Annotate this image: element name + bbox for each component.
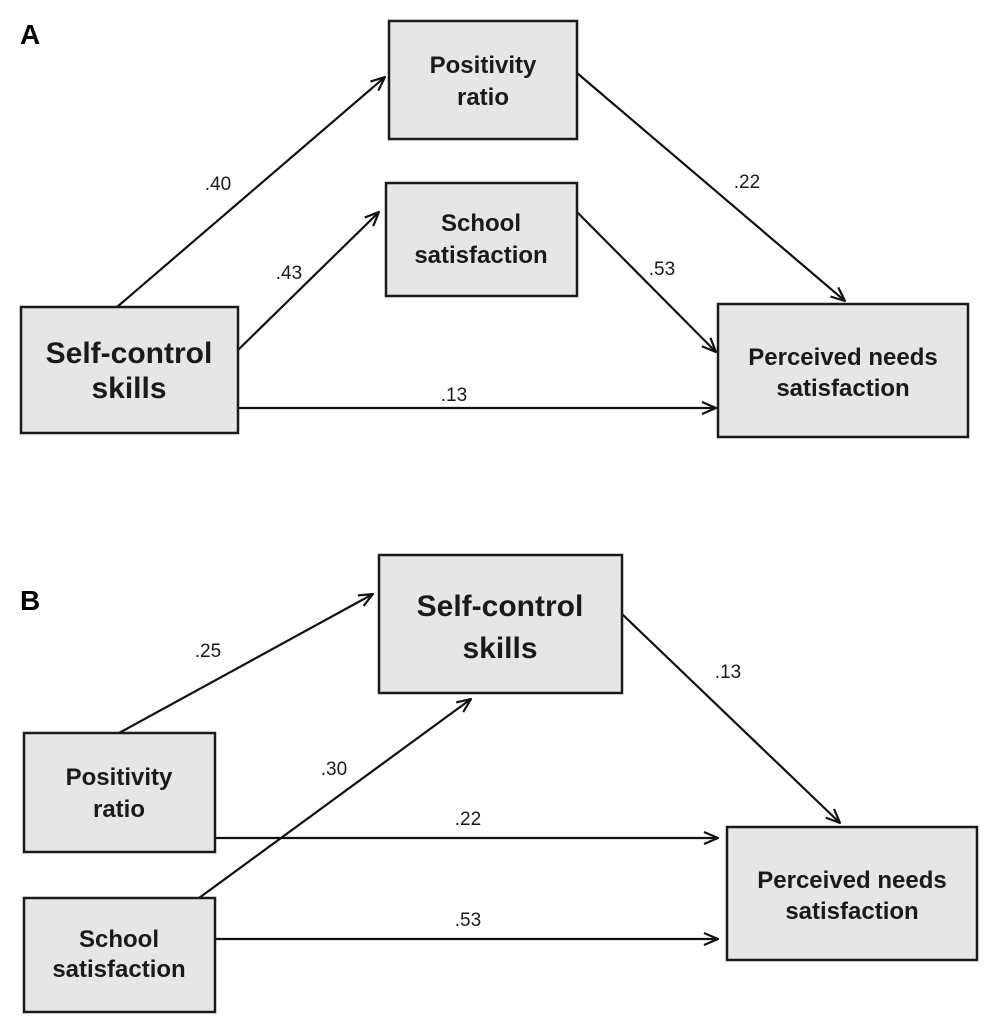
node-label-line1: Perceived needs <box>757 867 946 894</box>
arrow-b-selfcontrol-to-needs <box>621 613 840 823</box>
node-a-self-control-skills: Self-control skills <box>19 305 240 435</box>
coef-b-school-needs: .53 <box>455 910 481 931</box>
node-label-line1: Self-control <box>417 590 584 623</box>
node-label-line2: satisfaction <box>52 956 185 983</box>
coef-b-school-selfcontrol: .30 <box>321 759 347 780</box>
node-label-line2: ratio <box>457 84 509 111</box>
node-a-perceived-needs-satisfaction: Perceived needs satisfaction <box>716 302 970 439</box>
coef-b-positivity-needs: .22 <box>455 809 481 830</box>
arrow-b-school-to-selfcontrol <box>198 699 471 899</box>
node-label-line2: satisfaction <box>776 375 909 402</box>
arrow-b-positivity-to-selfcontrol <box>118 594 373 734</box>
arrow-a-positivity-to-needs <box>576 72 845 301</box>
coef-b-selfcontrol-needs: .13 <box>715 662 741 683</box>
arrow-a-school-to-needs <box>576 211 716 352</box>
node-label-line2: skills <box>462 632 537 665</box>
coef-a-selfcontrol-needs: .13 <box>441 385 467 406</box>
node-a-school-satisfaction: School satisfaction <box>384 181 579 298</box>
node-a-positivity-ratio: Positivity ratio <box>387 19 579 141</box>
coef-a-school-needs: .53 <box>649 259 675 280</box>
coef-a-positivity-needs: .22 <box>734 172 760 193</box>
node-label-line2: satisfaction <box>785 898 918 925</box>
panel-b-label: B <box>20 585 40 616</box>
arrow-a-selfcontrol-to-school <box>237 212 379 351</box>
node-label-line1: Positivity <box>66 764 173 791</box>
node-b-perceived-needs-satisfaction: Perceived needs satisfaction <box>725 825 979 962</box>
node-label-line1: School <box>441 210 521 237</box>
coef-a-selfcontrol-positivity: .40 <box>205 174 231 195</box>
node-label-line2: ratio <box>93 796 145 823</box>
node-b-positivity-ratio: Positivity ratio <box>22 731 217 854</box>
node-label-line1: Perceived needs <box>748 344 937 371</box>
node-label-line2: satisfaction <box>414 242 547 269</box>
node-b-school-satisfaction: School satisfaction <box>22 896 217 1014</box>
node-label-line1: Self-control <box>46 337 213 370</box>
node-label-line2: skills <box>91 372 166 405</box>
arrow-a-selfcontrol-to-positivity <box>116 77 385 308</box>
coef-a-selfcontrol-school: .43 <box>276 263 302 284</box>
node-b-self-control-skills: Self-control skills <box>377 553 624 695</box>
panel-a-label: A <box>20 19 40 50</box>
node-label-line1: School <box>79 926 159 953</box>
coef-b-positivity-selfcontrol: .25 <box>195 641 221 662</box>
node-label-line1: Positivity <box>430 52 537 79</box>
